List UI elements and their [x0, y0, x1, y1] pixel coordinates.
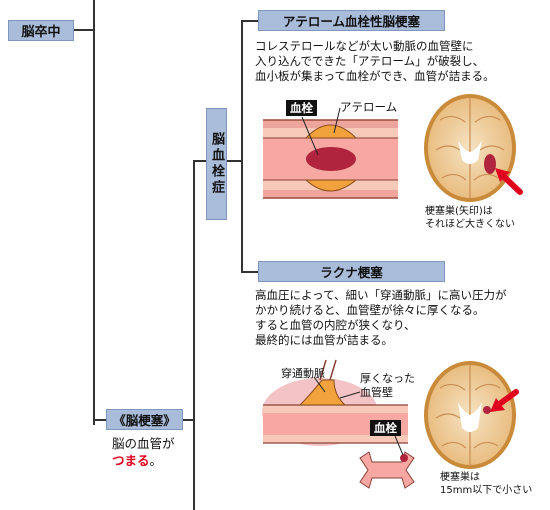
- lacunar-description: 高血圧によって、細い「穿通動脈」に高い圧力が かかり続けると、血管壁が徐々に厚く…: [255, 288, 507, 348]
- label-clot-2-text: 血栓: [374, 421, 397, 435]
- lacunar-desc-line: 高血圧によって、細い「穿通動脈」に高い圧力が: [255, 288, 507, 302]
- brain-sulci: [435, 115, 505, 181]
- category-note-red: つまる: [112, 453, 150, 468]
- atheroma-title-box: アテローム血栓性脳梗塞: [258, 10, 445, 31]
- label-clot: 血栓: [286, 100, 317, 116]
- tree-line-third-vertical: [241, 20, 243, 272]
- tree-line-second-vertical: [193, 160, 195, 510]
- brain-sulci: [435, 383, 501, 449]
- tree-line-root: [74, 29, 94, 31]
- tree-line-to-category: [93, 419, 106, 421]
- infarct-lesion: [484, 154, 496, 174]
- small-clot: [400, 454, 408, 462]
- label-perforating: 穿通動脈: [281, 367, 325, 380]
- tree-line-to-atheroma: [241, 20, 258, 22]
- atheroma-desc-line: 血小板が集まって血栓ができ、血管が詰まる。: [255, 69, 495, 83]
- tree-line-main-vertical: [93, 0, 95, 425]
- leader-atheroma: [333, 107, 341, 134]
- category-box: 《脳梗塞》: [106, 409, 183, 430]
- label-atheroma: アテローム: [340, 100, 398, 114]
- ventricle: [458, 402, 482, 432]
- tree-line-to-branch: [193, 160, 207, 162]
- category-note-end: 。: [149, 453, 163, 468]
- brain-scan-1: [424, 94, 523, 202]
- category-label: 《脳梗塞》: [113, 413, 176, 428]
- tree-line-to-lacunar: [241, 271, 258, 273]
- atheroma-plaque-top: [304, 124, 358, 139]
- category-note: 脳の血管が つまる。: [112, 435, 175, 469]
- atheroma-plaque-bottom: [304, 179, 358, 192]
- red-arrow-shaft: [499, 172, 523, 195]
- lacunar-desc-line: かかり続けると、血管壁が徐々に厚くなる。: [255, 303, 485, 317]
- category-note-line1: 脳の血管が: [112, 436, 175, 451]
- brain2-caption-line: 梗塞巣は: [440, 472, 480, 483]
- atheroma-description: コレステロールなどが太い動脈の血管壁に 入り込んでできた「アテローム」が破裂し、…: [255, 39, 495, 84]
- brain1-caption-line: それほど大きくない: [425, 219, 515, 230]
- brain1-caption: 梗塞巣(矢印)は それほど大きくない: [425, 205, 515, 231]
- brain1-caption-line: 梗塞巣(矢印)は: [425, 206, 493, 217]
- label-thick-wall-line: 血管壁: [360, 386, 393, 399]
- small-vessel: [359, 451, 415, 489]
- tree-line-category-out: [183, 419, 195, 421]
- brain2-caption-line: 15mm以下で小さい: [440, 485, 533, 496]
- lacunar-vessel-illustration: [262, 359, 415, 489]
- lacunar-desc-line: 最終的には血管が詰まる。: [255, 333, 393, 347]
- perforating-artery: [319, 359, 337, 381]
- leader-thick-wall: [339, 391, 361, 399]
- label-thick-wall: 厚くなった 血管壁: [360, 372, 415, 400]
- label-clot-2: 血栓: [370, 420, 401, 436]
- atheroma-title: アテローム血栓性脳梗塞: [282, 14, 421, 29]
- tree-line-branch-out: [227, 160, 243, 162]
- thrombus-clot: [306, 147, 356, 171]
- leader-clot: [301, 116, 319, 156]
- leader-perforating: [313, 376, 326, 393]
- ventricle: [458, 140, 482, 164]
- branch-label: 脳血栓症: [209, 132, 224, 196]
- branch-box: 脳血栓症: [206, 108, 227, 220]
- atheroma-desc-line: コレステロールなどが太い動脈の血管壁に: [255, 39, 474, 53]
- root-box: 脳卒中: [8, 20, 74, 41]
- label-thick-wall-line: 厚くなった: [360, 372, 415, 385]
- atheroma-desc-line: 入り込んでできた「アテローム」が破裂し、: [255, 54, 485, 68]
- label-clot-text: 血栓: [290, 101, 313, 115]
- lacunar-title-box: ラクナ梗塞: [258, 261, 445, 282]
- brain-scan-2: [424, 361, 519, 469]
- red-arrow-head: [495, 168, 510, 182]
- lacunar-title: ラクナ梗塞: [320, 265, 383, 280]
- red-arrow-head: [490, 398, 505, 412]
- lacunar-desc-line: すると血管の内腔が狭くなり、: [255, 318, 416, 332]
- root-label: 脳卒中: [21, 25, 61, 40]
- small-infarct: [483, 406, 491, 414]
- brain2-caption: 梗塞巣は 15mm以下で小さい: [440, 471, 532, 497]
- thickened-wall: [298, 379, 347, 406]
- atheroma-vessel-illustration: [263, 107, 398, 199]
- leader-clot-2: [394, 435, 404, 456]
- red-arrow-shaft: [495, 389, 519, 408]
